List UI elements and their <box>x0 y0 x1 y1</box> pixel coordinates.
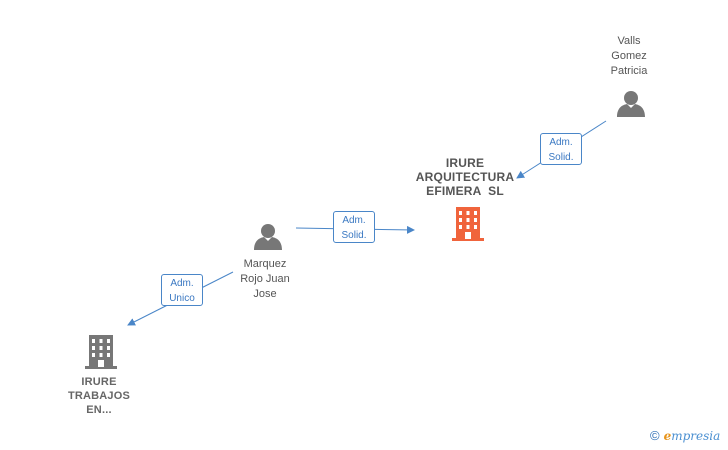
node-label-irure-arquitectura[interactable]: IRURE ARQUITECTURA EFIMERA SL <box>415 156 515 198</box>
node-label-valls[interactable]: Valls Gomez Patricia <box>610 35 648 77</box>
node-label-irure-trabajos[interactable]: IRURE TRABAJOS EN... <box>67 376 131 416</box>
edge-label-marquez-arquitectura-role[interactable]: Adm. Solid. <box>333 211 375 243</box>
node-label-marquez[interactable]: Marquez Rojo Juan Jose <box>240 258 290 300</box>
copyright-icon: © <box>650 428 660 443</box>
edge-label-valls-role[interactable]: Adm. Solid. <box>540 133 582 165</box>
edge-label-marquez-trabajos-role[interactable]: Adm. Unico <box>161 274 203 306</box>
building-icon[interactable] <box>85 335 117 369</box>
building-icon[interactable] <box>452 207 484 241</box>
person-icon[interactable] <box>617 91 645 117</box>
empresia-logo: ©empresia <box>650 428 721 443</box>
person-icon[interactable] <box>254 224 282 250</box>
